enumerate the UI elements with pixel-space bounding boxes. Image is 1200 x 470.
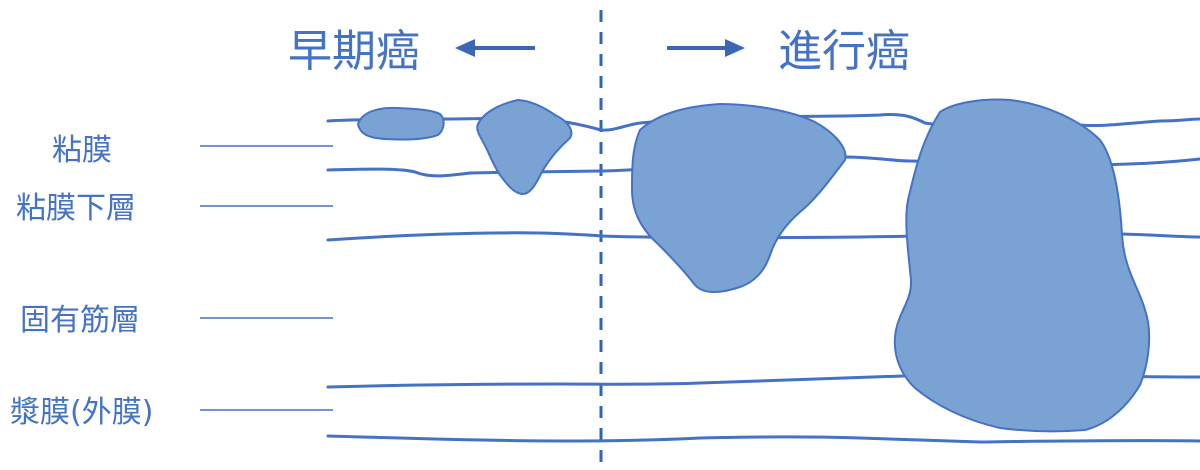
serosa-outer-line: [326, 434, 1200, 444]
left-arrow-icon: [455, 39, 535, 57]
tumor-serosal: [893, 98, 1151, 433]
early-cancer-heading: 早期癌: [288, 26, 420, 77]
layer-label-submucosa: 粘膜下層: [16, 191, 136, 226]
tumor-muscularis: [631, 103, 847, 293]
layer-label-mucosa: 粘膜: [52, 133, 112, 168]
layer-label-serosa: 漿膜(外膜): [10, 395, 153, 430]
tumor-submucosal: [476, 99, 573, 196]
tumor-mucosal-small: [357, 106, 445, 141]
advanced-cancer-heading: 進行癌: [778, 26, 910, 77]
right-arrow-icon: [667, 39, 745, 57]
layer-label-muscularis: 固有筋層: [20, 303, 140, 338]
